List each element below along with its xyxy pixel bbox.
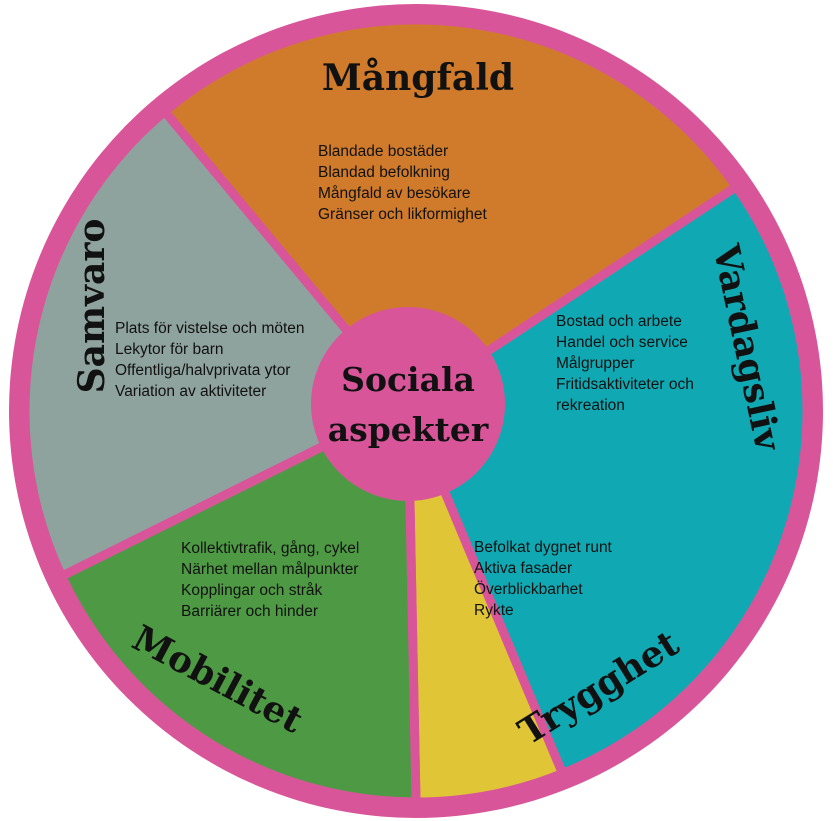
segment-title-mangfald: Mångfald: [322, 57, 514, 99]
list-item: Offentliga/halvprivata ytor: [115, 362, 290, 379]
list-item: Aktiva fasader: [474, 560, 572, 577]
segment-title-samvaro: Samvaro: [71, 219, 113, 394]
center-title-line2: aspekter: [328, 410, 489, 449]
list-item: Överblickbarhet: [474, 580, 583, 598]
list-item: Befolkat dygnet runt: [474, 539, 613, 556]
list-item: Mångfald av besökare: [318, 185, 471, 202]
list-item: Handel och service: [556, 334, 688, 351]
list-item: Bostad och arbete: [556, 313, 682, 330]
list-item: Fritidsaktiviteter och: [556, 376, 694, 393]
list-item: Lekytor för barn: [115, 341, 224, 358]
list-item: Rykte: [474, 602, 514, 619]
segment-vardagsliv: [403, 182, 812, 778]
segment-trygghet: [403, 399, 567, 807]
list-item: Variation av aktiviteter: [115, 383, 266, 400]
list-item: Gränser och likformighet: [318, 206, 488, 223]
list-item: Kollektivtrafik, gång, cykel: [181, 540, 359, 557]
segment-samvaro: [20, 107, 413, 581]
list-item: Målgrupper: [556, 355, 634, 372]
list-item: Närhet mellan målpunkter: [181, 561, 358, 578]
list-item: rekreation: [556, 397, 625, 414]
center-title-line1: Sociala: [341, 360, 475, 399]
list-item: Blandade bostäder: [318, 143, 448, 160]
segment-mangfald: [160, 15, 741, 409]
list-item: Plats för vistelse och möten: [115, 320, 305, 337]
list-item: Blandad befolkning: [318, 164, 450, 181]
list-item: Barriärer och hinder: [181, 603, 318, 620]
segment-mobilitet: [57, 399, 421, 807]
list-item: Kopplingar och stråk: [181, 582, 323, 599]
center-hub: [311, 307, 505, 501]
